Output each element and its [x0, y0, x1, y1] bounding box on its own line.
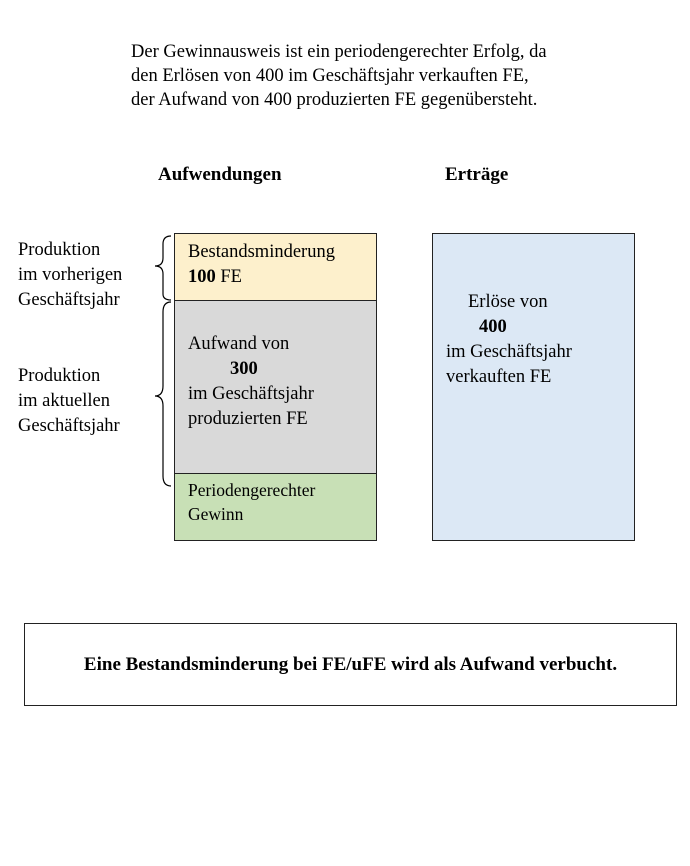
current-year-label-line-2: im aktuellen [18, 391, 110, 411]
expense-line-3: im Geschäftsjahr [188, 384, 314, 404]
intro-line-2: den Erlösen von 400 im Geschäftsjahr ver… [131, 66, 529, 86]
revenue-value: 400 [479, 317, 507, 337]
current-year-label-line-1: Produktion [18, 366, 101, 386]
previous-year-label-line-1: Produktion [18, 240, 101, 260]
current-year-brace [154, 301, 172, 487]
profit-line-1: Periodengerechter [188, 480, 316, 500]
revenue-line-4: verkauften FE [446, 367, 552, 387]
inventory-decrease-unit: FE [220, 267, 242, 287]
current-year-label-line-3: Geschäftsjahr [18, 416, 120, 436]
expense-box: Aufwand von 300 im Geschäftsjahr produzi… [174, 300, 377, 474]
revenue-box: Erlöse von 400 im Geschäftsjahr verkauft… [432, 233, 635, 541]
intro-text: Der Gewinnausweis ist ein periodengerech… [131, 40, 671, 112]
intro-line-1: Der Gewinnausweis ist ein periodengerech… [131, 42, 547, 62]
expenses-heading: Aufwendungen [158, 164, 282, 185]
expense-value: 300 [230, 359, 258, 379]
previous-year-label: Produktion im vorherigen Geschäftsjahr [18, 238, 122, 313]
profit-line-2: Gewinn [188, 504, 244, 524]
expense-line-1: Aufwand von [188, 334, 290, 354]
previous-year-label-line-3: Geschäftsjahr [18, 290, 120, 310]
inventory-decrease-label: Bestandsminderung [188, 242, 335, 262]
previous-year-brace [154, 235, 172, 301]
revenue-line-3: im Geschäftsjahr [446, 342, 572, 362]
intro-line-3: der Aufwand von 400 produzierten FE gege… [131, 90, 538, 110]
inventory-decrease-value: 100 [188, 267, 216, 287]
revenue-heading: Erträge [445, 164, 509, 185]
revenue-line-1: Erlöse von [468, 292, 548, 312]
inventory-decrease-box: Bestandsminderung 100 FE [174, 233, 377, 301]
bottom-note: Eine Bestandsminderung bei FE/uFE wird a… [24, 623, 677, 706]
brace-graphic [154, 235, 172, 487]
current-year-label: Produktion im aktuellen Geschäftsjahr [18, 364, 120, 439]
bottom-note-text: Eine Bestandsminderung bei FE/uFE wird a… [83, 653, 618, 675]
previous-year-label-line-2: im vorherigen [18, 265, 123, 285]
profit-box: Periodengerechter Gewinn [174, 473, 377, 541]
expense-line-4: produzierten FE [188, 409, 308, 429]
inventory-decrease-amount: 100 FE [188, 265, 335, 290]
